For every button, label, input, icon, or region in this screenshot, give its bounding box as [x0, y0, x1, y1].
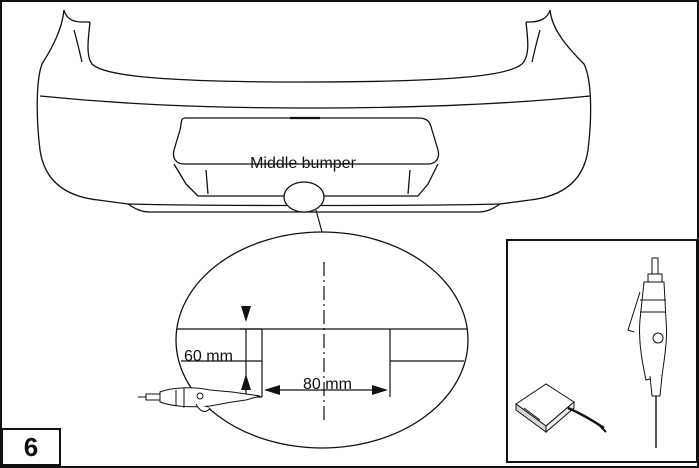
step-number-badge: 6	[1, 428, 61, 466]
rear-bumper	[36, 9, 592, 213]
height-dimension-label: 60 mm	[184, 348, 233, 365]
width-dimension-label: 80 mm	[303, 376, 352, 393]
dimension-arrows	[241, 306, 388, 395]
detail-marker-circle	[283, 181, 325, 213]
detail-ellipse	[175, 231, 469, 449]
detail-leader-line	[315, 209, 323, 233]
measuring-tape-icon	[515, 383, 607, 434]
air-saw-tool-icon	[627, 257, 667, 448]
middle-bumper-label: Middle bumper	[250, 155, 357, 172]
air-saw-tool-detail	[138, 387, 261, 412]
